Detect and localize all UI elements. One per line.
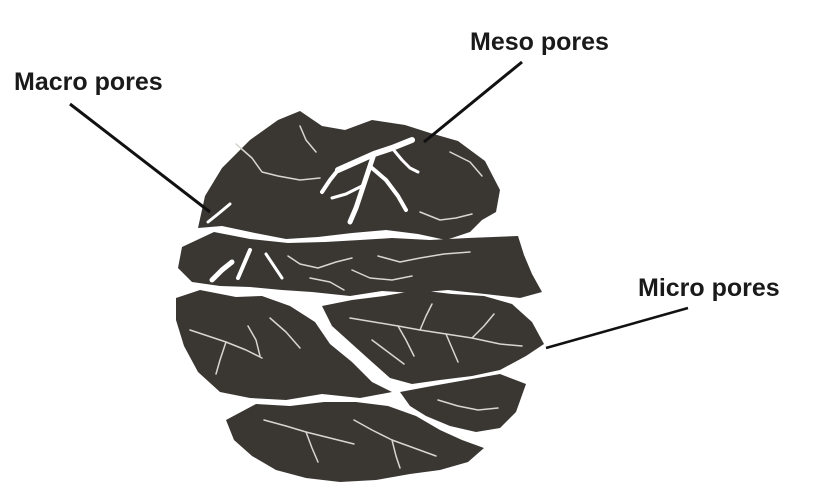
macro-pores-leader: [70, 104, 210, 212]
micro-pores-leader: [546, 308, 688, 348]
micro-pores-label: Micro pores: [638, 276, 780, 301]
meso-pores-label: Meso pores: [470, 30, 609, 55]
macro-pores-label: Macro pores: [14, 70, 163, 95]
meso-pores-leader: [424, 62, 522, 142]
soil-fragment-middle: [178, 232, 542, 298]
